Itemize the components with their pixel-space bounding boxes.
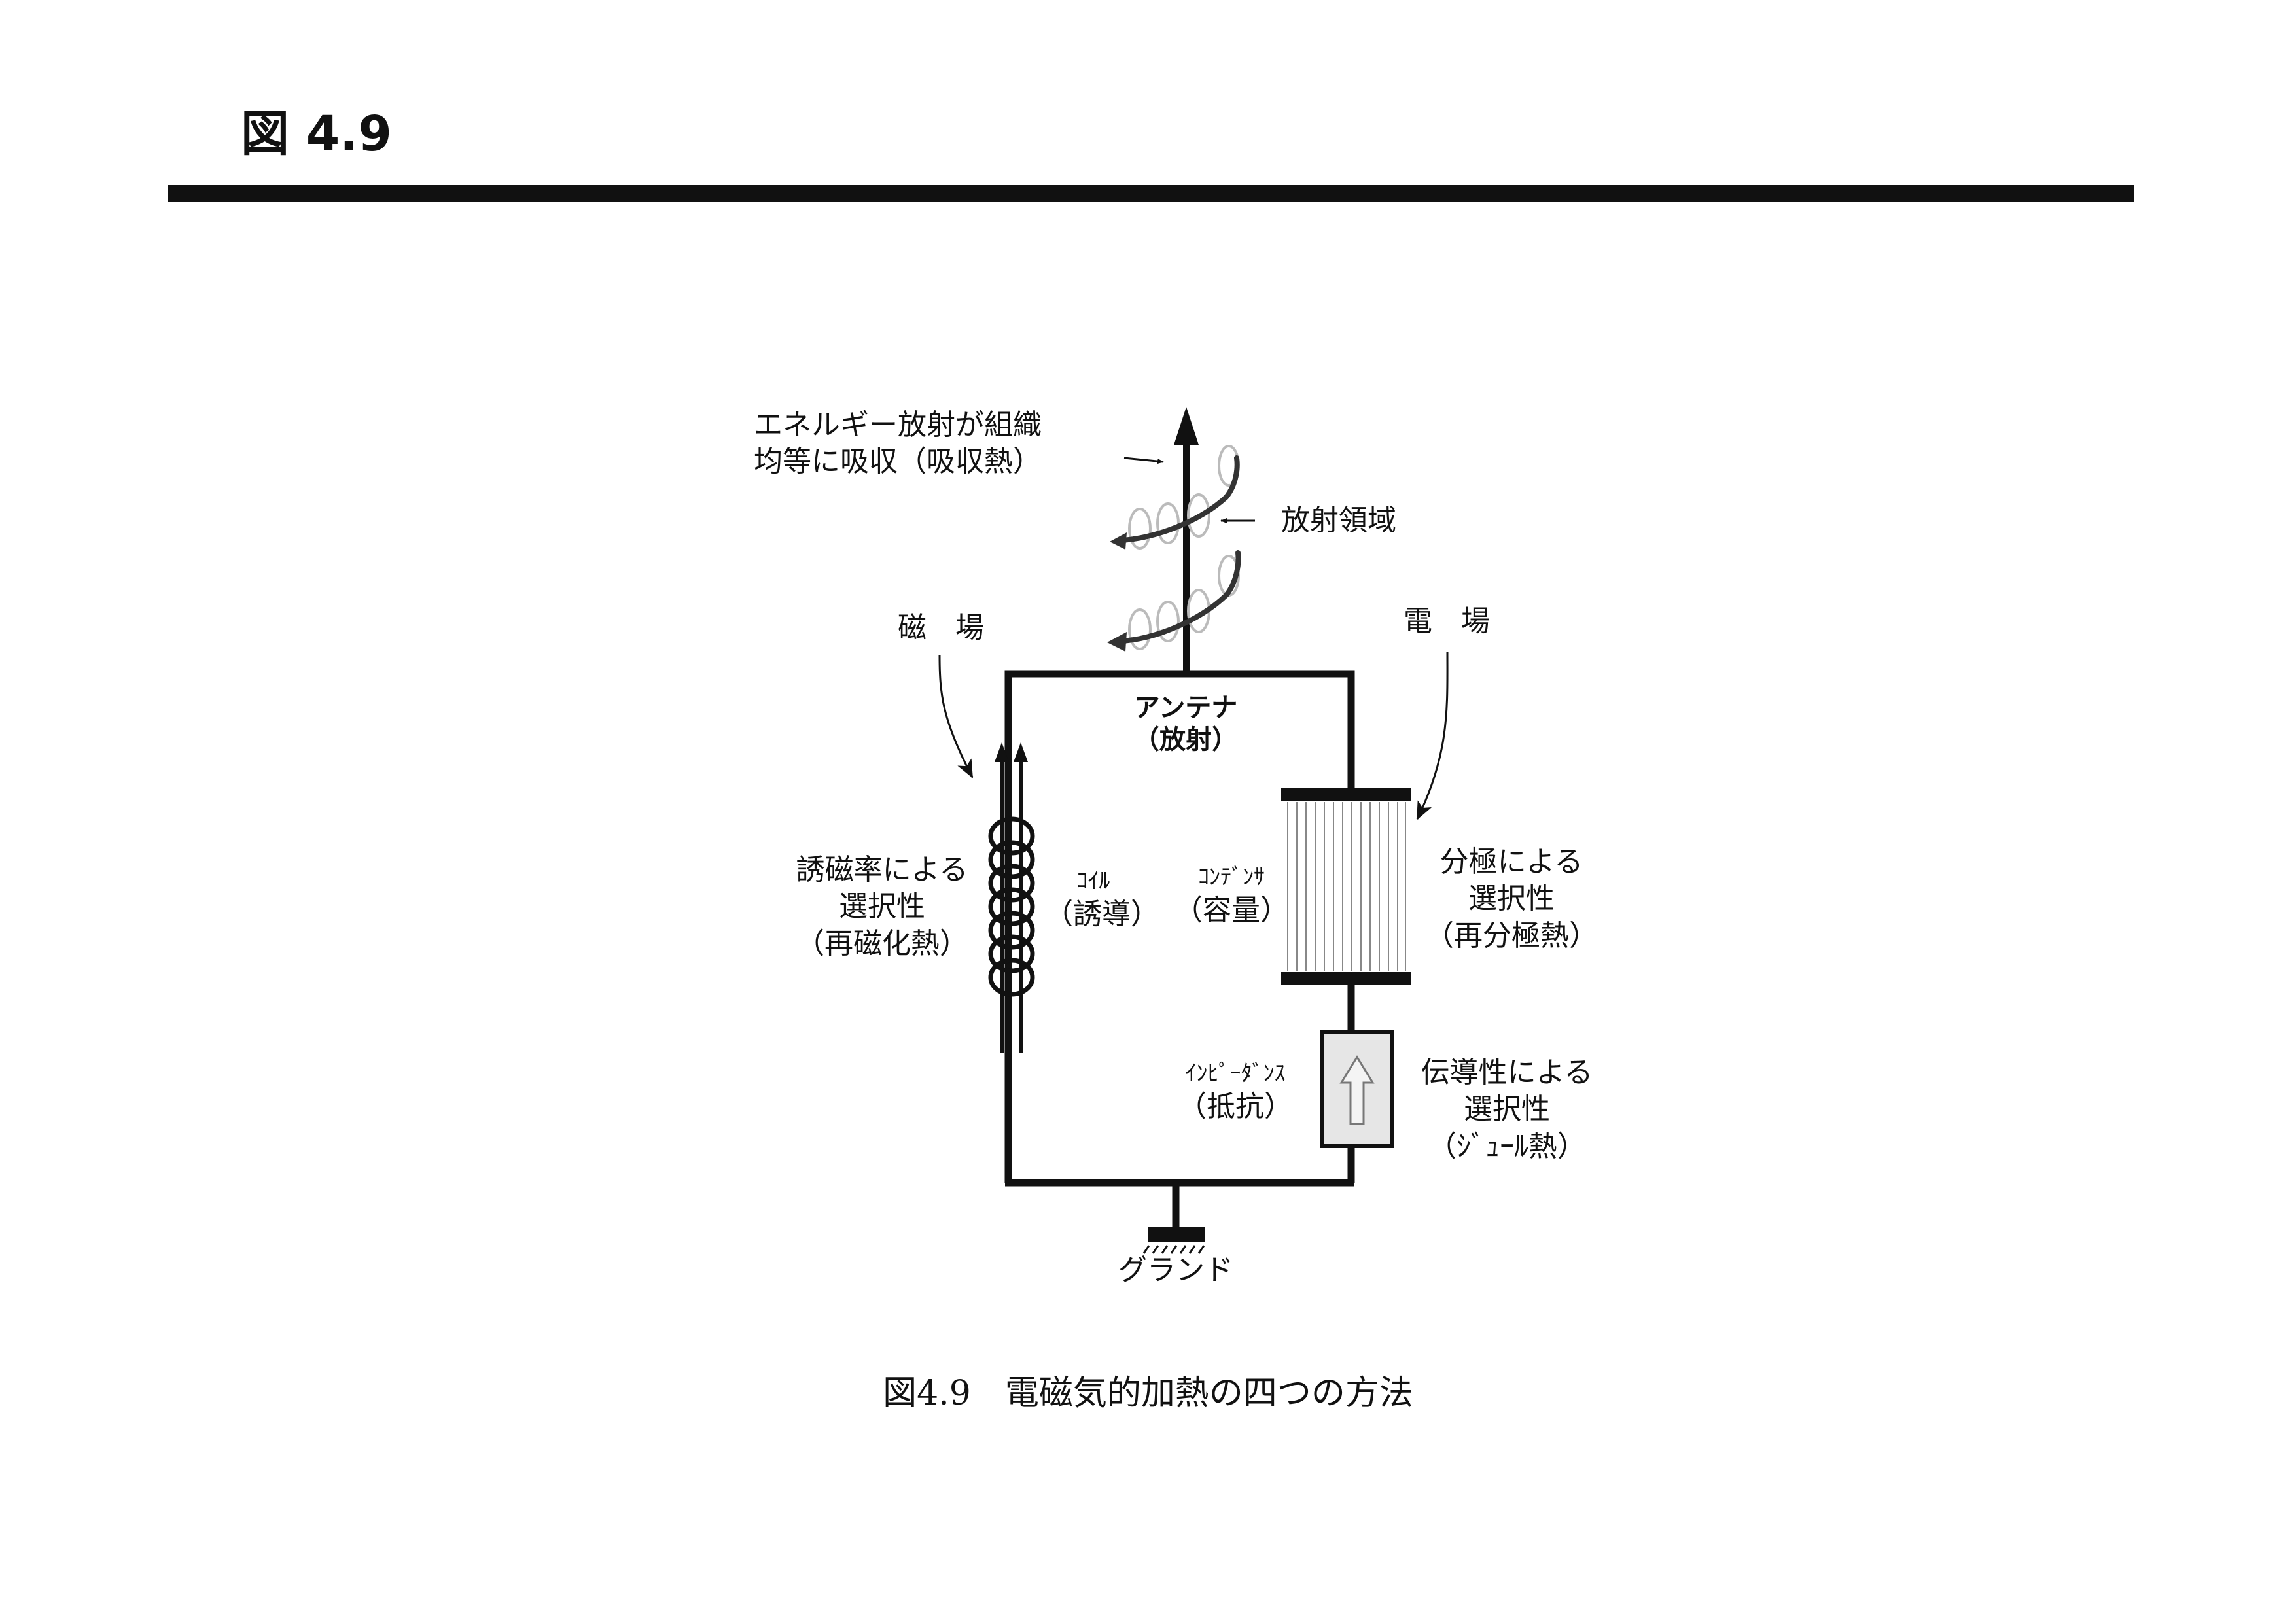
radiation-note-arrow: [1123, 457, 1164, 464]
antenna-label: アンテナ （放射）: [1133, 693, 1238, 755]
magnetic-field-label: 磁 場: [898, 611, 984, 644]
ground-label: グランド: [1118, 1253, 1233, 1287]
heading-rule: [168, 185, 2134, 202]
ground-symbol: [1142, 1227, 1205, 1254]
capacitor-label: ｺﾝﾃﾞﾝｻ （容量）: [1174, 864, 1289, 927]
circuit-wires: [1004, 670, 1355, 1230]
figure-caption: 図4.9 電磁気的加熱の四つの方法: [883, 1374, 1413, 1413]
electric-field-label: 電 場: [1404, 604, 1490, 638]
magnetic-field-arrow: [938, 655, 974, 778]
pointer-arrows: [938, 457, 1449, 820]
antenna: [1107, 407, 1241, 674]
radiation-note: エネルギー放射が組織 均等に吸収（吸収熱）: [754, 408, 1042, 479]
coil: [988, 739, 1035, 1053]
page-heading: 図 4.9: [241, 106, 392, 162]
electric-field-arrow: [1416, 651, 1449, 820]
impedance-box: [1320, 1030, 1394, 1148]
permeability-note: 誘磁率による 選択性 （再磁化熱）: [796, 853, 968, 960]
impedance-label: ｲﾝﾋﾟｰﾀﾞﾝｽ （抵抗）: [1178, 1060, 1293, 1123]
capacitor: [1281, 788, 1411, 985]
coil-label: ｺｲﾙ （誘導）: [1044, 868, 1159, 931]
conductivity-note: 伝導性による 選択性 （ｼﾞｭｰﾙ熱）: [1421, 1056, 1593, 1163]
radiation-region-label: 放射領域: [1281, 504, 1396, 537]
polarization-note: 分極による 選択性 （再分極熱）: [1425, 845, 1598, 952]
wire-left-top-right: [1004, 670, 1355, 794]
